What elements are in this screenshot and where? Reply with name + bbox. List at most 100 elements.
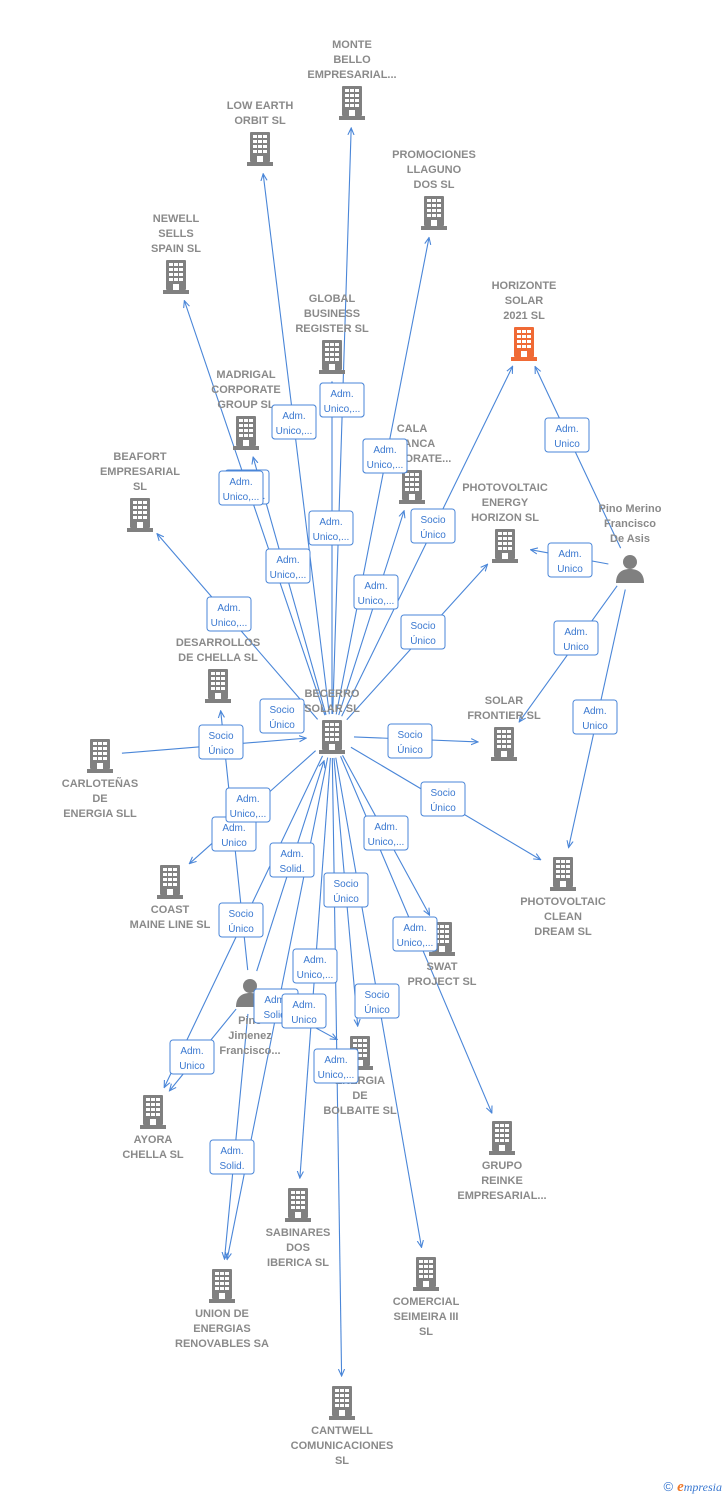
node-label-line: SOLAR xyxy=(505,295,544,307)
edge-label-text: Unico,... xyxy=(276,426,313,437)
node-pinoJ[interactable]: PinoJimenezFrancisco... xyxy=(219,979,281,1057)
edge-label-becerro-swat[interactable]: Adm.Unico,... xyxy=(392,916,438,952)
edge-label-text: Socio xyxy=(269,705,294,716)
edge-label-text: Adm. xyxy=(276,555,299,566)
edge-label-extra-1[interactable]: Adm. Unico,... xyxy=(265,548,311,584)
edge-label-becerro-sabinares[interactable]: Adm.Unico,... xyxy=(308,510,354,546)
node-carlo[interactable]: CARLOTEÑAS DE ENERGIA SLL xyxy=(62,739,138,820)
edge-label-pinoJ-union[interactable]: Adm.Solid. xyxy=(209,1139,255,1175)
node-label-line: REGISTER SL xyxy=(295,323,369,335)
edge-label-text: Unico xyxy=(582,721,608,732)
edge-label-pinoMerino-photoH[interactable]: Adm.Unico xyxy=(547,542,593,578)
node-label-line: COMUNICACIONES xyxy=(291,1440,394,1452)
node-label-line: HORIZON SL xyxy=(471,512,539,524)
edge-label-pinoMerino-photoC[interactable]: Adm.Unico xyxy=(572,699,618,735)
edge-label-becerro-madrigal[interactable]: Adm.Unico,... xyxy=(271,404,317,440)
node-label-line: Francisco... xyxy=(219,1045,280,1057)
building-icon xyxy=(492,529,518,563)
node-label-line: DESARROLLOS xyxy=(176,637,260,649)
edge-label-text: Socio xyxy=(397,730,422,741)
edge-label-text: Unico xyxy=(563,642,589,653)
node-label-line: COAST xyxy=(151,904,190,916)
edge-label-text: Adm. xyxy=(229,477,252,488)
edge-label-pinoJ-bolbaite[interactable]: Adm.Unico xyxy=(281,993,327,1029)
node-label-line: SEIMEIRA III xyxy=(394,1311,459,1323)
node-label-line: FRONTIER SL xyxy=(467,710,541,722)
edge-pinoMerino-to-horizonte xyxy=(535,367,622,549)
node-label-line: DE xyxy=(92,793,107,805)
edge-becerro-to-promo xyxy=(335,238,429,715)
node-label-line: SL xyxy=(335,1455,349,1467)
edge-label-becerro-cala[interactable]: Adm.Unico,... xyxy=(362,438,408,474)
node-label-line: Pino Merino xyxy=(599,503,662,515)
edge-label-pinoMerino-horizonte[interactable]: Adm.Unico xyxy=(544,417,590,453)
node-label-line: CORPORATE xyxy=(211,384,280,396)
edge-label-text: Unico,... xyxy=(211,618,248,629)
edge-label-becerro-global[interactable]: Adm.Unico,... xyxy=(319,382,365,418)
node-grupo[interactable]: GRUPOREINKEEMPRESARIAL... xyxy=(457,1121,547,1202)
node-monte[interactable]: MONTEBELLOEMPRESARIAL... xyxy=(307,39,397,120)
node-label-line: CARLOTEÑAS xyxy=(62,777,138,790)
edge-label-becerro-beafort[interactable]: Adm.Unico,... xyxy=(206,596,252,632)
node-label-line: Jimenez xyxy=(228,1030,272,1042)
edge-label-extra-2[interactable]: Adm.Unico,... xyxy=(353,574,399,610)
node-label-line: MONTE xyxy=(332,39,372,51)
building-icon xyxy=(140,1095,166,1129)
edge-label-extra-4[interactable]: Adm.Unico,... xyxy=(218,470,264,506)
building-icon xyxy=(285,1188,311,1222)
building-icon xyxy=(205,669,231,703)
edge-label-text: Adm. xyxy=(222,823,245,834)
edge-label-extra-3[interactable]: Adm.Unico,... xyxy=(292,948,338,984)
edge-label-text: Unico,... xyxy=(270,570,307,581)
edge-label-becerro-cantwell[interactable]: Adm.Unico,... xyxy=(313,1048,359,1084)
edge-label-becerro-union[interactable]: Adm.Solid. xyxy=(269,842,315,878)
edge-label-text: Unico,... xyxy=(367,460,404,471)
edge-label-text: Unico,... xyxy=(368,837,405,848)
edge-becerro-to-newell xyxy=(184,301,326,716)
edge-label-pinoJ-ayora[interactable]: Adm.Unico xyxy=(169,1039,215,1075)
edge-label-becerro-coast[interactable]: Adm.Unico xyxy=(211,816,257,852)
edge-label-becerro-grupo[interactable]: Adm.Unico,... xyxy=(363,815,409,851)
edge-label-pinoMerino-solarF[interactable]: Adm.Unico xyxy=(553,620,599,656)
node-label-line: ENERGIA SLL xyxy=(63,808,137,820)
edge-label-text: Unico xyxy=(557,564,583,575)
edge-label-pinoJ-desarrollos[interactable]: Adm.Unico,... xyxy=(225,787,271,823)
node-label-line: LLAGUNO xyxy=(407,164,462,176)
node-label-line: BELLO xyxy=(333,54,371,66)
brand-name: mpresia xyxy=(683,1480,722,1494)
node-label-line: SL xyxy=(419,1326,433,1338)
edge-label-text: Unico,... xyxy=(358,596,395,607)
node-label-line: SELLS xyxy=(158,228,193,240)
building-icon xyxy=(399,470,425,504)
